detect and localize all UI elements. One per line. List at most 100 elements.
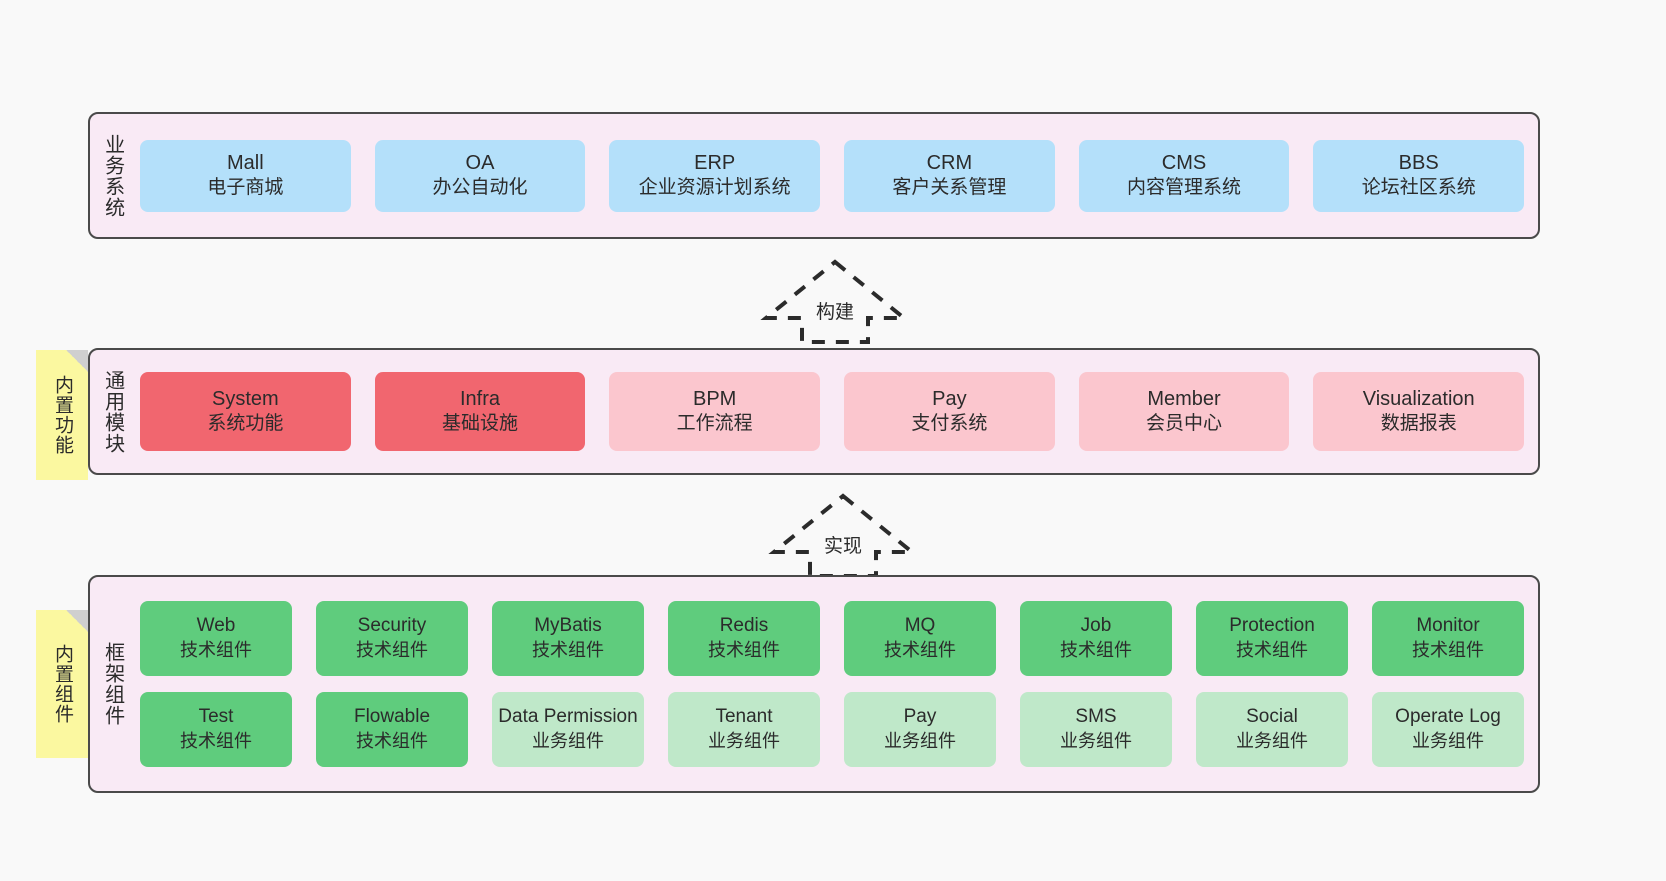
node-title-en: Infra — [459, 388, 501, 411]
node-data-permission[interactable]: Data Permission 业务组件 — [492, 692, 644, 767]
node-title-en: CRM — [926, 152, 973, 175]
node-title-en: Job — [1080, 615, 1112, 637]
arrow-build: 构建 — [760, 256, 910, 346]
node-title-en: Test — [198, 706, 234, 728]
node-title-cn: 技术组件 — [1236, 640, 1308, 661]
node-title-cn: 基础设施 — [442, 413, 519, 435]
node-row: Mall 电子商城 OA 办公自动化 ERP 企业资源计划系统 CRM 客户关系… — [140, 139, 1525, 212]
node-member[interactable]: Member 会员中心 — [1078, 372, 1290, 451]
node-flowable[interactable]: Flowable 技术组件 — [316, 692, 468, 767]
node-title-cn: 技术组件 — [356, 731, 428, 752]
layer-business-system: 业务系统 Mall 电子商城 OA 办公自动化 ERP 企业资源计划系统 CRM… — [88, 112, 1540, 239]
node-title-cn: 技术组件 — [1060, 640, 1132, 661]
node-title-en: BBS — [1398, 152, 1439, 175]
node-title-cn: 技术组件 — [884, 640, 956, 661]
node-pay-module[interactable]: Pay 支付系统 — [844, 372, 1055, 451]
node-mybatis[interactable]: MyBatis 技术组件 — [492, 601, 644, 676]
node-security[interactable]: Security 技术组件 — [316, 601, 468, 676]
node-title-cn: 数据报表 — [1380, 413, 1457, 435]
node-title-cn: 业务组件 — [884, 731, 956, 752]
node-visualization[interactable]: Visualization 数据报表 — [1313, 372, 1525, 451]
node-row: System 系统功能 Infra 基础设施 BPM 工作流程 Pay 支付系统… — [140, 372, 1525, 451]
node-title-cn: 系统功能 — [207, 413, 284, 435]
node-system[interactable]: System 系统功能 — [140, 372, 351, 451]
node-mall[interactable]: Mall 电子商城 — [140, 139, 351, 212]
node-title-cn: 业务组件 — [532, 731, 604, 752]
layer-framework-components: 框架组件 Web 技术组件 Security 技术组件 MyBatis 技术组件… — [88, 575, 1540, 793]
node-title-en: OA — [465, 152, 495, 175]
node-job[interactable]: Job 技术组件 — [1020, 601, 1172, 676]
node-sms[interactable]: SMS 业务组件 — [1020, 692, 1172, 767]
node-title-cn: 业务组件 — [1412, 731, 1484, 752]
node-operate-log[interactable]: Operate Log 业务组件 — [1372, 692, 1524, 767]
node-title-en: Redis — [719, 615, 769, 637]
node-title-en: MQ — [904, 615, 936, 637]
node-title-cn: 工作流程 — [676, 413, 753, 435]
node-tenant[interactable]: Tenant 业务组件 — [668, 692, 820, 767]
node-title-en: Pay — [932, 388, 967, 411]
arrow-realize: 实现 — [768, 490, 918, 580]
node-title-cn: 内容管理系统 — [1127, 177, 1242, 199]
node-redis[interactable]: Redis 技术组件 — [668, 601, 820, 676]
node-mq[interactable]: MQ 技术组件 — [844, 601, 996, 676]
node-title-en: Monitor — [1416, 615, 1480, 637]
node-title-en: Mall — [227, 152, 264, 175]
node-title-cn: 技术组件 — [356, 640, 428, 661]
node-title-en: Web — [196, 615, 236, 637]
node-row: Test 技术组件 Flowable 技术组件 Data Permission … — [140, 692, 1524, 767]
node-title-cn: 业务组件 — [1236, 731, 1308, 752]
node-title-cn: 技术组件 — [180, 640, 252, 661]
node-web[interactable]: Web 技术组件 — [140, 601, 292, 676]
node-protection[interactable]: Protection 技术组件 — [1196, 601, 1348, 676]
node-title-en: Flowable — [353, 706, 431, 728]
layer-body-general-modules: System 系统功能 Infra 基础设施 BPM 工作流程 Pay 支付系统… — [134, 350, 1538, 473]
node-title-cn: 电子商城 — [207, 177, 284, 199]
layer-title-framework-components: 框架组件 — [101, 642, 124, 726]
sticky-note-label: 内置功能 — [52, 375, 74, 455]
node-title-cn: 办公自动化 — [432, 177, 528, 199]
layer-body-business-system: Mall 电子商城 OA 办公自动化 ERP 企业资源计划系统 CRM 客户关系… — [134, 114, 1538, 237]
sticky-note-label: 内置组件 — [52, 644, 74, 724]
arrow-build-outline — [760, 259, 910, 344]
layer-general-modules: 通用模块 System 系统功能 Infra 基础设施 BPM 工作流程 Pay… — [88, 348, 1540, 475]
node-bpm[interactable]: BPM 工作流程 — [609, 372, 821, 451]
node-title-cn: 技术组件 — [708, 640, 780, 661]
node-pay-component[interactable]: Pay 业务组件 — [844, 692, 996, 767]
node-cms[interactable]: CMS 内容管理系统 — [1078, 139, 1290, 212]
node-title-cn: 企业资源计划系统 — [638, 177, 791, 199]
node-bbs[interactable]: BBS 论坛社区系统 — [1313, 139, 1525, 212]
sticky-note-builtin-features: 内置功能 — [36, 350, 88, 480]
node-title-en: Security — [357, 615, 427, 637]
node-title-en: Protection — [1229, 615, 1315, 637]
node-title-cn: 技术组件 — [532, 640, 604, 661]
node-title-en: MyBatis — [534, 615, 602, 637]
node-title-cn: 支付系统 — [911, 413, 988, 435]
node-title-en: CMS — [1161, 152, 1207, 175]
node-test[interactable]: Test 技术组件 — [140, 692, 292, 767]
sticky-fold-corner-icon — [66, 350, 88, 372]
node-title-cn: 业务组件 — [1060, 731, 1132, 752]
arrow-realize-outline — [768, 493, 918, 578]
node-crm[interactable]: CRM 客户关系管理 — [844, 139, 1055, 212]
node-title-en: SMS — [1075, 706, 1117, 728]
sticky-fold-corner-icon — [66, 610, 88, 632]
node-infra[interactable]: Infra 基础设施 — [374, 372, 586, 451]
node-title-en: Tenant — [715, 706, 773, 728]
node-oa[interactable]: OA 办公自动化 — [374, 139, 586, 212]
layer-title-general-modules: 通用模块 — [101, 369, 124, 454]
node-title-en: Member — [1147, 388, 1221, 411]
node-title-en: Pay — [903, 706, 937, 728]
node-title-en: ERP — [694, 152, 736, 175]
node-title-cn: 技术组件 — [180, 731, 252, 752]
node-monitor[interactable]: Monitor 技术组件 — [1372, 601, 1524, 676]
node-social[interactable]: Social 业务组件 — [1196, 692, 1348, 767]
node-title-cn: 论坛社区系统 — [1361, 177, 1476, 199]
node-title-en: Visualization — [1362, 388, 1475, 411]
node-title-cn: 技术组件 — [1412, 640, 1484, 661]
node-title-cn: 会员中心 — [1146, 413, 1223, 435]
node-title-en: Data Permission — [498, 706, 638, 728]
node-title-cn: 业务组件 — [708, 731, 780, 752]
node-erp[interactable]: ERP 企业资源计划系统 — [609, 139, 821, 212]
node-title-cn: 客户关系管理 — [892, 177, 1007, 199]
